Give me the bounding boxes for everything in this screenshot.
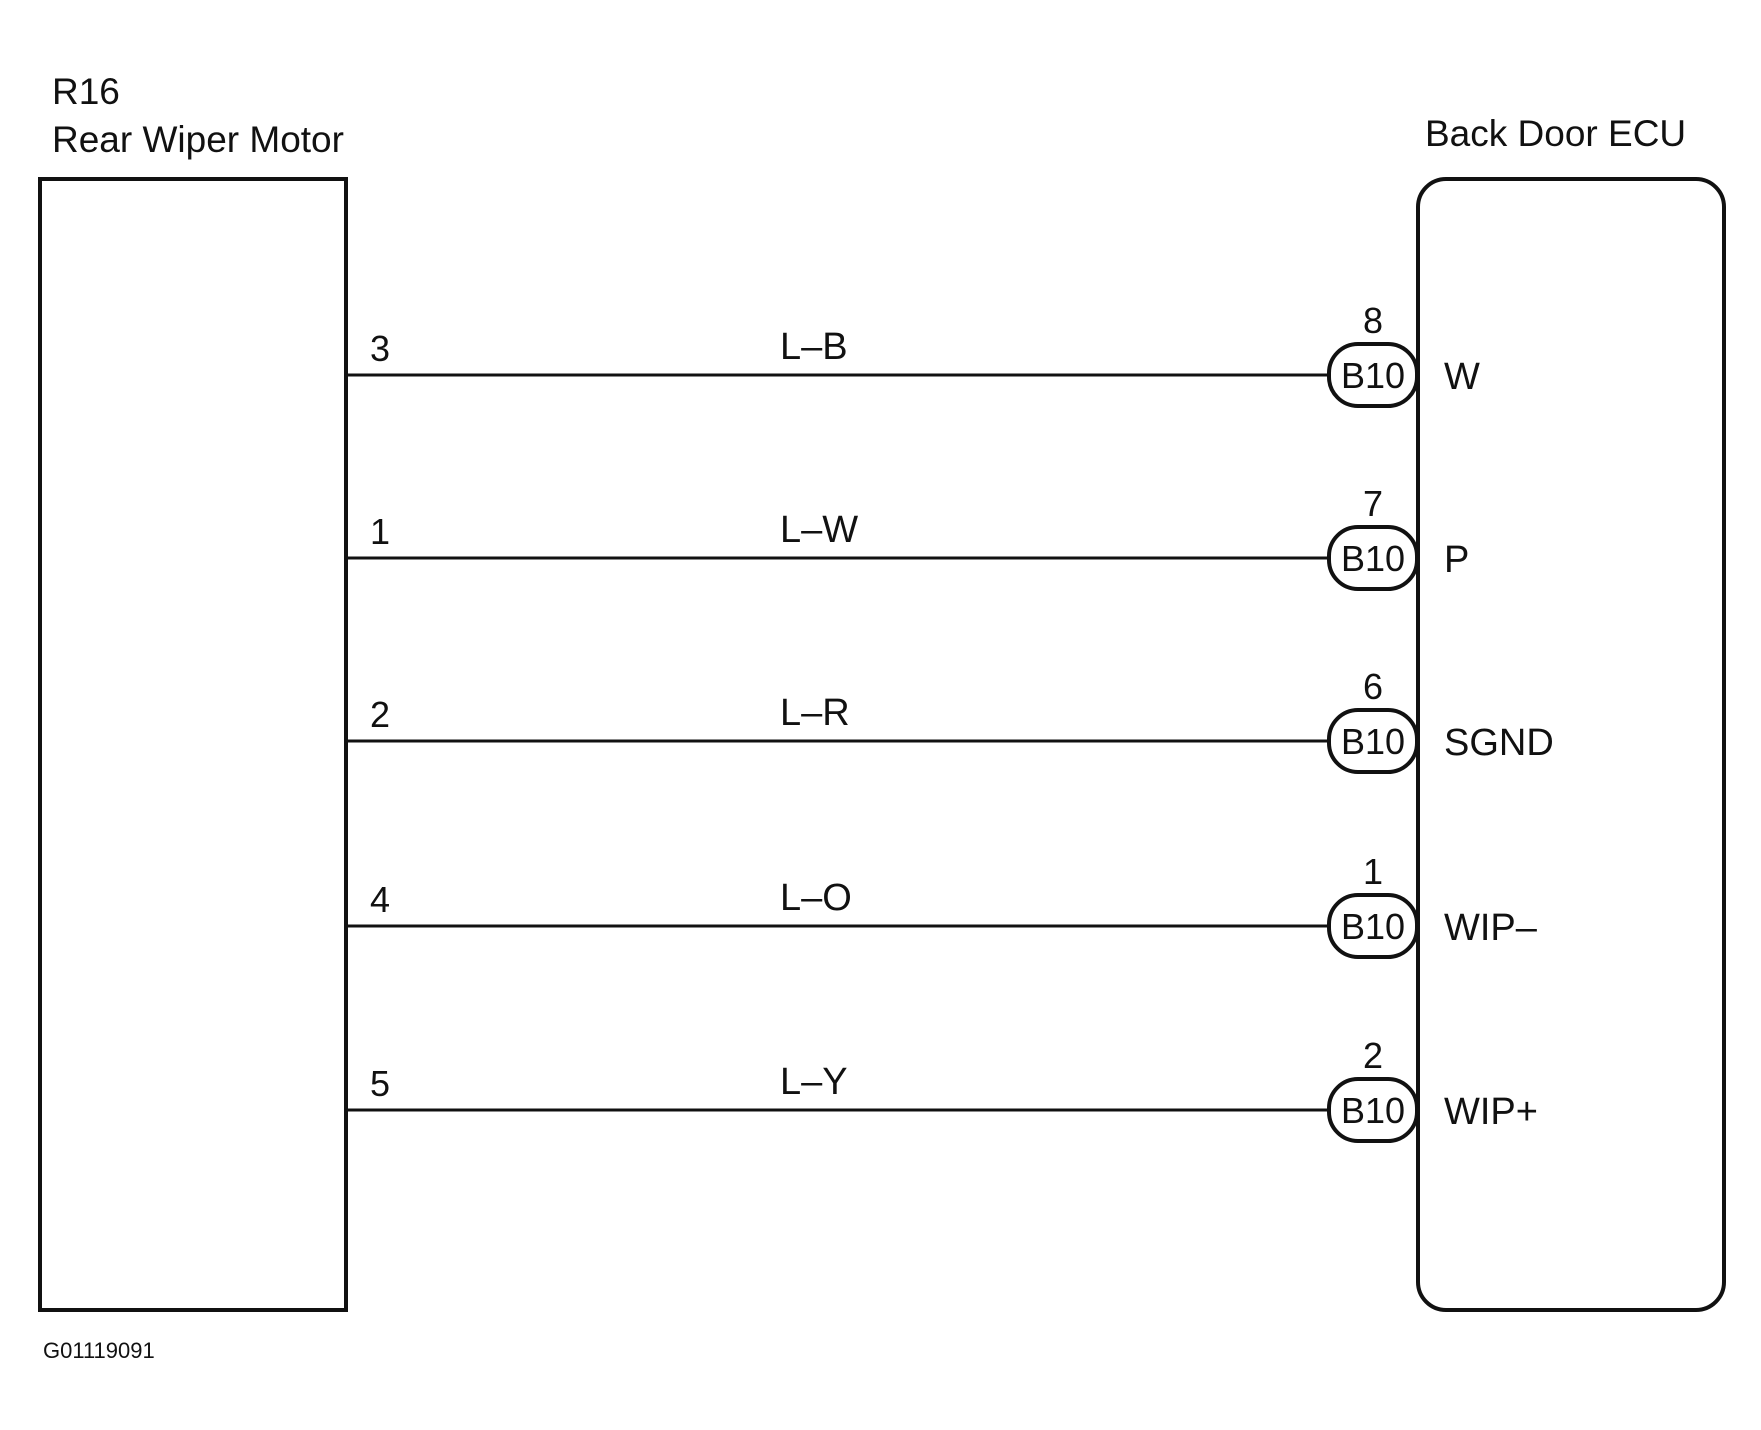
connector-label: B10 (1341, 538, 1405, 579)
wire-color-label: L–O (780, 877, 852, 919)
ecu-signal-label: WIP– (1444, 907, 1538, 949)
ecu-pin-label: 8 (1363, 300, 1383, 341)
rear-wiper-motor-box (38, 177, 348, 1312)
ecu-name-label: Back Door ECU (1425, 113, 1686, 154)
motor-pin-label: 5 (370, 1063, 390, 1104)
motor-pin-label: 4 (370, 879, 390, 920)
ecu-pin-label: 6 (1363, 666, 1383, 707)
ecu-signal-label: WIP+ (1444, 1091, 1538, 1133)
connector-label: B10 (1341, 1090, 1405, 1131)
motor-pin-label: 1 (370, 511, 390, 552)
wire-color-label: L–B (780, 326, 848, 368)
ecu-pin-label: 1 (1363, 851, 1383, 892)
ecu-signal-label: P (1444, 539, 1469, 581)
ecu-pin-label: 7 (1363, 483, 1383, 524)
connector-label: B10 (1341, 906, 1405, 947)
motor-name-label: Rear Wiper Motor (52, 119, 344, 160)
connector-label: B10 (1341, 355, 1405, 396)
connector-label: B10 (1341, 721, 1405, 762)
connector-shape (1327, 708, 1419, 774)
motor-ref-label: R16 (52, 71, 120, 112)
connector-shape (1327, 525, 1419, 591)
figure-code: G01119091 (43, 1338, 155, 1363)
wire-color-label: L–W (780, 509, 858, 551)
ecu-signal-label: W (1444, 356, 1480, 398)
wire-color-label: L–Y (780, 1061, 848, 1103)
connector-shape (1327, 342, 1419, 408)
wire-color-label: L–R (780, 692, 850, 734)
motor-pin-label: 3 (370, 328, 390, 369)
ecu-pin-label: 2 (1363, 1035, 1383, 1076)
motor-pin-label: 2 (370, 694, 390, 735)
connector-shape (1327, 893, 1419, 959)
connector-shape (1327, 1077, 1419, 1143)
ecu-signal-label: SGND (1444, 722, 1554, 764)
